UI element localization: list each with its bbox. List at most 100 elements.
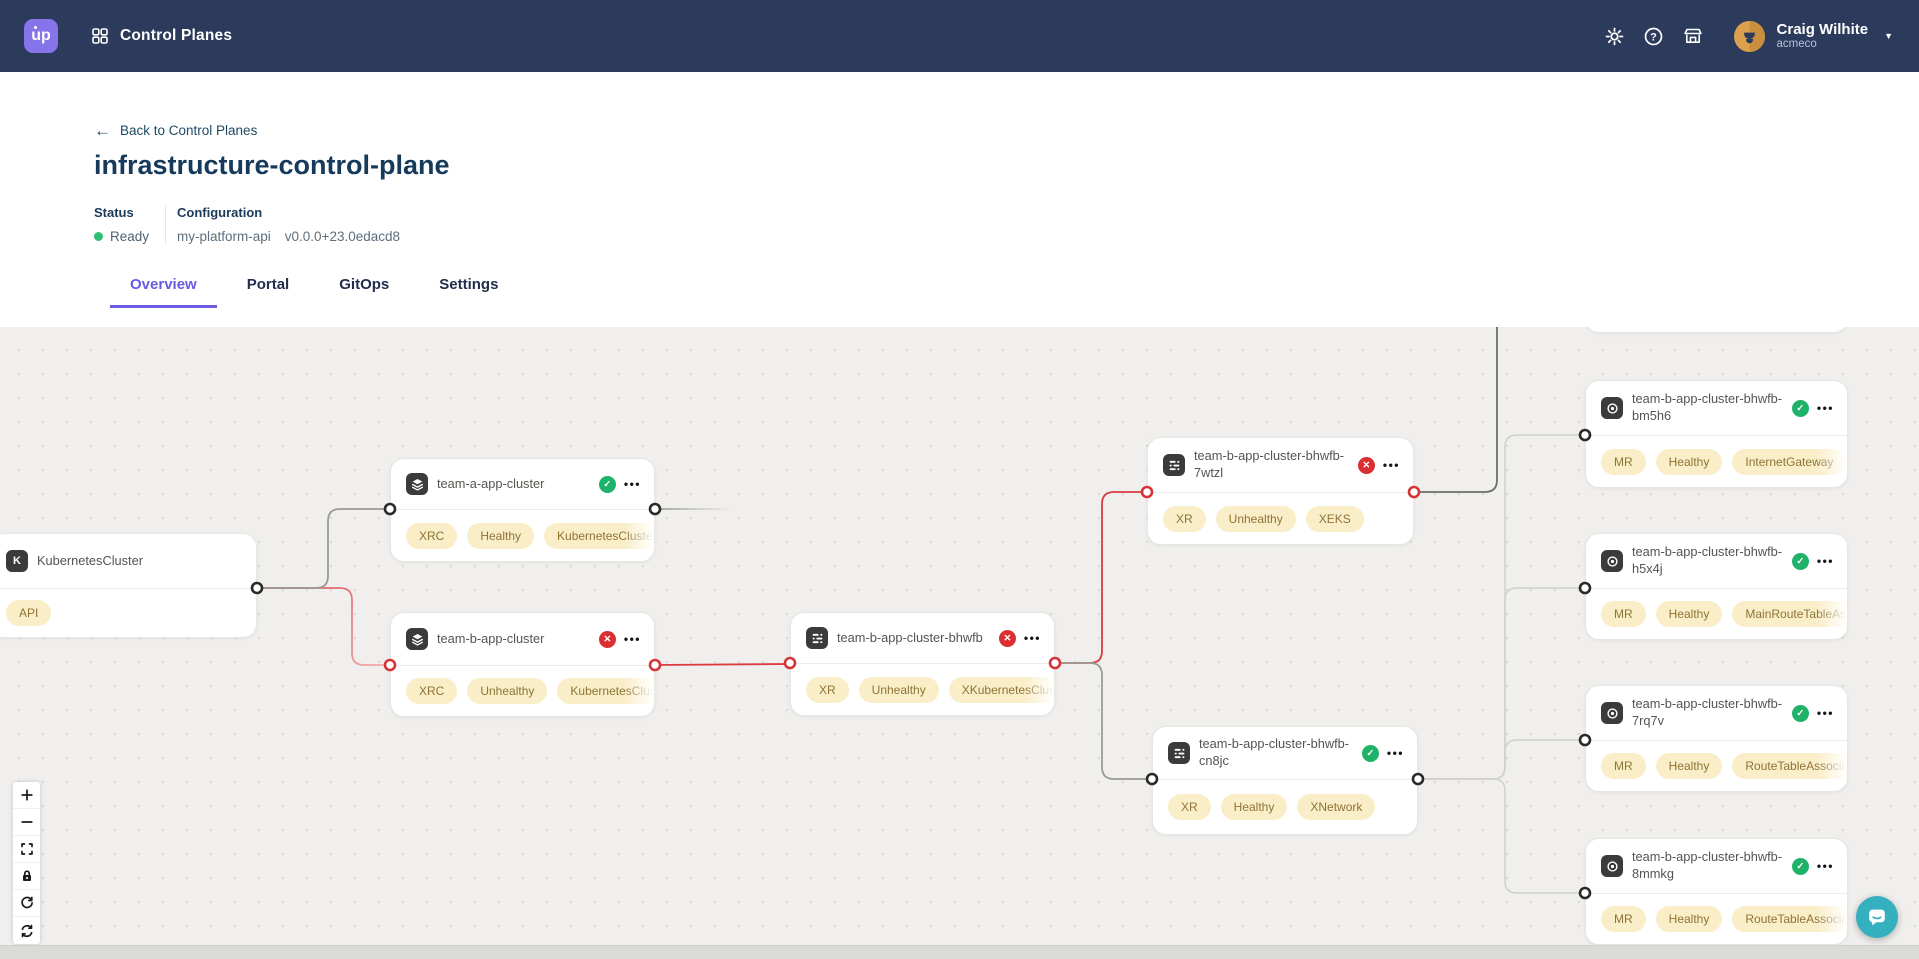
user-org: acmeco bbox=[1776, 38, 1817, 51]
layers-icon bbox=[411, 633, 423, 646]
page-header: ← Back to Control Planes infrastructure-… bbox=[0, 72, 1919, 308]
badge: MainRouteTableAssociation bbox=[1732, 601, 1847, 627]
graph-edge-team-b-app-cluster-bhwfb-cn8jc-to-team-b-app-cluster-bhwfb-bm5h6 bbox=[1418, 434, 1585, 780]
node-menu-button[interactable]: ••• bbox=[1816, 706, 1834, 720]
unhealthy-status-icon: ✕ bbox=[998, 629, 1016, 647]
managed-resource-icon bbox=[1606, 860, 1618, 872]
node-label: team-b-app-cluster-bhwfb- 8mmkg bbox=[1632, 849, 1783, 881]
fit-view-button[interactable] bbox=[13, 836, 40, 863]
node-type-icon bbox=[1163, 454, 1185, 476]
composite-resource-icon bbox=[1169, 460, 1179, 470]
graph-edge-team-b-app-cluster-bhwfb-to-team-b-app-cluster-bhwfb-7wtzl bbox=[1055, 491, 1147, 664]
chat-widget-button[interactable] bbox=[1856, 896, 1898, 938]
canvas-controls bbox=[13, 782, 40, 944]
node-type-icon bbox=[1601, 855, 1623, 877]
node-type-icon: K bbox=[6, 550, 28, 572]
chevron-down-icon: ▼ bbox=[1884, 31, 1893, 41]
tab-portal[interactable]: Portal bbox=[246, 276, 290, 293]
badge: MR bbox=[1601, 906, 1646, 932]
healthy-status-icon: ✓ bbox=[1361, 744, 1379, 762]
re-layout-button[interactable] bbox=[13, 917, 40, 944]
node-type-icon bbox=[1601, 397, 1623, 419]
svg-text:?: ? bbox=[1650, 31, 1657, 43]
node-menu-button[interactable]: ••• bbox=[1386, 746, 1404, 760]
chat-bubble-icon bbox=[1869, 909, 1885, 926]
node-menu-button[interactable]: ••• bbox=[1816, 859, 1834, 873]
re-layout-icon bbox=[21, 924, 32, 937]
status-block: Status Ready bbox=[94, 205, 149, 244]
badge: RouteTableAssociation bbox=[1732, 906, 1847, 932]
node-label: team-b-app-cluster bbox=[437, 630, 545, 646]
status-label: Status bbox=[94, 205, 134, 220]
user-menu[interactable]: Craig Wilhite acmeco ▼ bbox=[1733, 20, 1893, 52]
layers-icon bbox=[411, 478, 423, 491]
node-menu-button[interactable]: ••• bbox=[1023, 631, 1041, 645]
back-arrow-icon: ← bbox=[94, 121, 111, 140]
kubernetes-icon: K bbox=[13, 555, 21, 567]
badge: MR bbox=[1601, 753, 1646, 779]
managed-resource-icon bbox=[1606, 402, 1618, 414]
node-type-icon bbox=[406, 628, 428, 650]
node-label: team-b-app-cluster-bhwfb- 7rq7v bbox=[1632, 696, 1783, 728]
node-label: team-a-app-cluster bbox=[437, 475, 545, 491]
horizontal-scrollbar[interactable] bbox=[0, 945, 1919, 959]
badge: XKubernetesCluster bbox=[948, 676, 1054, 703]
node-menu-button[interactable]: ••• bbox=[1382, 458, 1400, 472]
badge: RouteTableAssociation bbox=[1732, 753, 1847, 779]
lock-button[interactable] bbox=[13, 863, 40, 890]
user-name: Craig Wilhite bbox=[1776, 20, 1869, 38]
badge: InternetGateway bbox=[1732, 448, 1847, 475]
configuration-version: v0.0.0+23.0edacd8 bbox=[284, 229, 401, 244]
node-menu-button[interactable]: ••• bbox=[1816, 401, 1834, 415]
node-menu-button[interactable]: ••• bbox=[623, 632, 641, 646]
tab-overview[interactable]: Overview bbox=[110, 266, 217, 308]
lock-icon bbox=[22, 870, 31, 881]
node-type-icon bbox=[1168, 742, 1190, 764]
graph-edge-team-b-app-cluster-to-team-b-app-cluster-bhwfb bbox=[654, 663, 791, 666]
reset-view-icon bbox=[20, 896, 33, 909]
node-menu-button[interactable]: ••• bbox=[623, 477, 641, 491]
tab-bar: Overview Portal GitOps Settings bbox=[110, 266, 1919, 308]
healthy-status-icon: ✓ bbox=[1791, 552, 1809, 570]
badge: Unhealthy bbox=[1215, 505, 1296, 532]
unhealthy-status-icon: ✕ bbox=[598, 630, 616, 648]
marketplace-icon[interactable] bbox=[1680, 23, 1706, 49]
badge: XEKS bbox=[1305, 505, 1364, 532]
healthy-status-icon: ✓ bbox=[1791, 399, 1809, 417]
tab-settings[interactable]: Settings bbox=[439, 276, 499, 293]
avatar bbox=[1733, 20, 1765, 52]
graph-edge-team-b-app-cluster-bhwfb-cn8jc-to-team-b-app-cluster-bhwfb-8mmkg bbox=[1418, 778, 1585, 894]
configuration-label: Configuration bbox=[177, 205, 263, 220]
apps-grid-icon[interactable] bbox=[90, 26, 110, 46]
node-label: team-b-app-cluster-bhwfb- h5x4j bbox=[1632, 544, 1783, 576]
zoom-out-button[interactable] bbox=[13, 809, 40, 836]
tab-gitops[interactable]: GitOps bbox=[339, 276, 390, 293]
node-type-icon bbox=[1601, 702, 1623, 724]
help-icon[interactable]: ? bbox=[1641, 23, 1667, 49]
graph-edge-team-b-app-cluster-bhwfb-7wtzl-to-partial-node-top bbox=[1414, 327, 1498, 493]
zoom-in-icon bbox=[20, 789, 33, 801]
node-label: team-b-app-cluster-bhwfb bbox=[837, 629, 983, 645]
reset-view-button[interactable] bbox=[13, 890, 40, 917]
graph-node-partial-node-top[interactable] bbox=[1585, 327, 1848, 333]
node-menu-button[interactable]: ••• bbox=[1816, 554, 1834, 568]
upbound-logo[interactable]: up bbox=[24, 19, 58, 53]
back-link[interactable]: ← Back to Control Planes bbox=[94, 122, 257, 139]
node-label: team-b-app-cluster-bhwfb- 7wtzl bbox=[1194, 448, 1345, 480]
badge: MR bbox=[1601, 448, 1646, 475]
settings-gear-icon[interactable] bbox=[1602, 23, 1628, 49]
healthy-status-icon: ✓ bbox=[1791, 704, 1809, 722]
zoom-in-button[interactable] bbox=[13, 782, 40, 809]
badge: Unhealthy bbox=[467, 678, 548, 704]
